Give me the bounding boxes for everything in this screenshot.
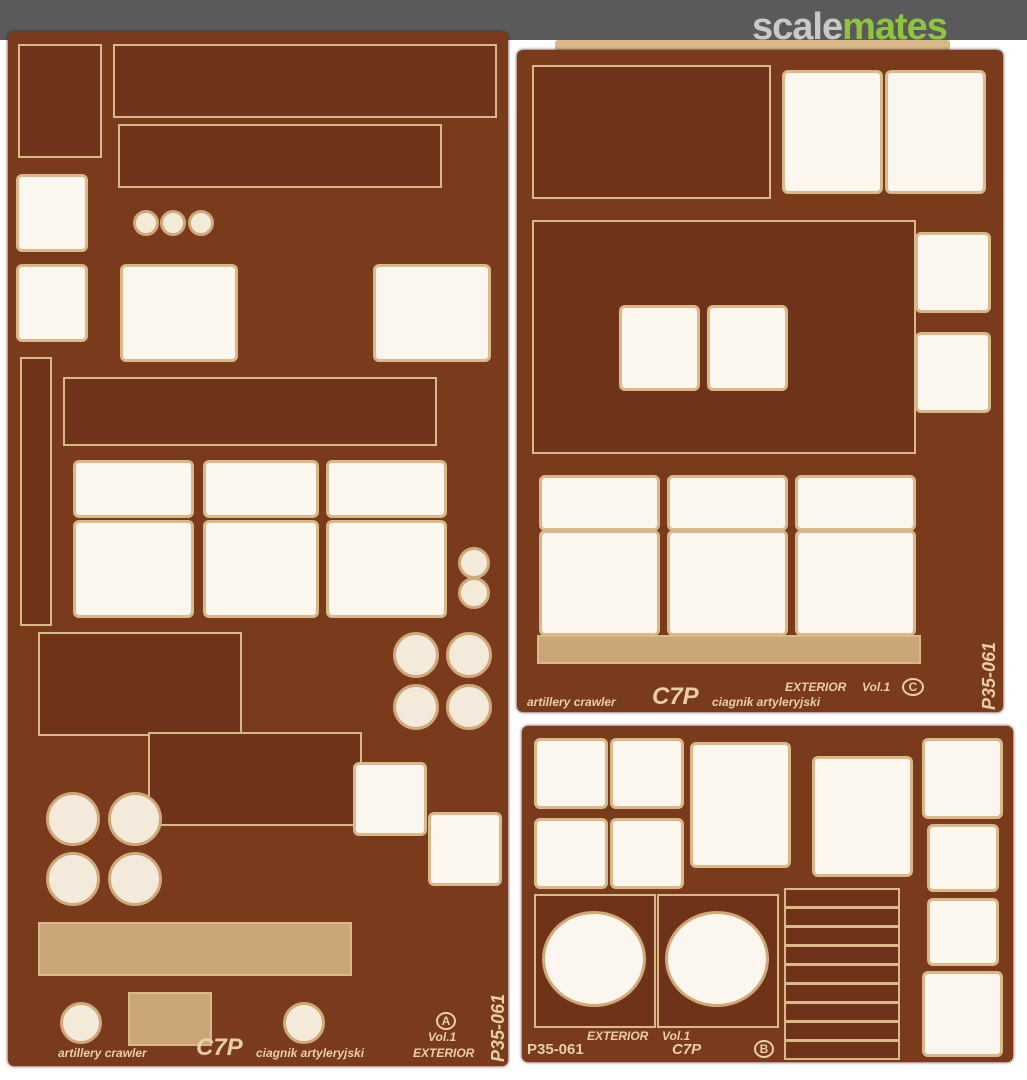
etched-window-frame xyxy=(539,475,660,531)
etched-window-frame xyxy=(927,898,999,966)
fret-c-subtitle: ciagnik artyleryjski xyxy=(712,695,821,709)
etched-window-frame xyxy=(927,824,999,892)
fret-a-volume: Vol.1 xyxy=(428,1030,457,1044)
etched-window-frame xyxy=(915,332,991,413)
fret-b-code: P35-061 xyxy=(527,1041,584,1058)
etched-disc xyxy=(446,684,492,730)
etched-window-frame xyxy=(428,812,502,886)
fret-a-code: P35-061 xyxy=(488,993,508,1062)
etched-panel xyxy=(38,632,242,736)
etched-disc xyxy=(46,792,100,846)
etched-disc xyxy=(446,632,492,678)
fret-b-letter: B xyxy=(754,1040,774,1058)
etched-disc xyxy=(60,1002,102,1044)
etched-disc xyxy=(458,577,490,609)
etched-disc xyxy=(188,210,214,236)
etched-window-frame xyxy=(922,738,1003,819)
etched-window-frame xyxy=(610,818,684,889)
etched-window-frame xyxy=(326,520,447,618)
etched-window-frame xyxy=(373,264,491,362)
fret-b-model: C7P xyxy=(672,1041,702,1058)
fret-c-code: P35-061 xyxy=(979,641,999,710)
etched-window-frame xyxy=(73,460,194,518)
etched-window-frame xyxy=(203,460,319,518)
etched-panel xyxy=(148,732,362,826)
etched-disc xyxy=(665,911,769,1007)
fret-c-model: C7P xyxy=(652,683,699,710)
etched-window-frame xyxy=(16,264,88,342)
etched-panel xyxy=(63,377,437,446)
etched-disc xyxy=(46,852,100,906)
fret-c: EXTERIOR Vol.1 C artillery crawler C7P c… xyxy=(517,50,1003,712)
fret-a: artillery crawler C7P ciagnik artyleryjs… xyxy=(8,32,508,1066)
etched-window-frame xyxy=(707,305,788,391)
fret-b-volume: Vol.1 xyxy=(662,1029,691,1043)
fret-a-model: C7P xyxy=(196,1034,243,1061)
fret-b-series: EXTERIOR xyxy=(587,1029,649,1043)
etched-window-frame xyxy=(885,70,986,194)
etched-window-frame xyxy=(812,756,913,877)
etched-disc xyxy=(108,792,162,846)
etched-window-frame xyxy=(73,520,194,618)
fret-c-title: artillery crawler xyxy=(527,695,616,709)
fret-a-letter: A xyxy=(436,1012,456,1030)
etched-window-frame xyxy=(915,232,991,313)
fret-b: EXTERIOR Vol.1 P35-061 C7P B xyxy=(522,726,1013,1062)
etched-window-frame xyxy=(120,264,238,362)
etched-panel xyxy=(113,44,497,118)
etched-window-frame xyxy=(534,818,608,889)
fret-c-letter: C xyxy=(902,678,924,696)
etched-window-frame xyxy=(539,530,660,636)
fret-c-volume: Vol.1 xyxy=(862,680,891,694)
etched-window-frame xyxy=(353,762,427,836)
etched-window-frame xyxy=(782,70,883,194)
etched-window-frame xyxy=(203,520,319,618)
etched-window-frame xyxy=(610,738,684,809)
etched-panel xyxy=(537,635,921,664)
etched-panel xyxy=(128,992,212,1046)
etched-window-frame xyxy=(795,530,916,636)
fret-a-title: artillery crawler xyxy=(58,1046,147,1060)
etched-disc xyxy=(108,852,162,906)
etched-panel xyxy=(784,888,900,1060)
etched-panel xyxy=(118,124,442,188)
etched-window-frame xyxy=(795,475,916,531)
etched-window-frame xyxy=(690,742,791,868)
etched-disc xyxy=(283,1002,325,1044)
etched-window-frame xyxy=(534,738,608,809)
etched-panel xyxy=(38,922,352,976)
etched-panel xyxy=(532,65,771,199)
etched-disc xyxy=(458,547,490,579)
fret-a-series: EXTERIOR xyxy=(413,1046,475,1060)
etched-window-frame xyxy=(326,460,447,518)
etched-panel xyxy=(18,44,102,158)
etched-disc xyxy=(393,684,439,730)
etched-disc xyxy=(393,632,439,678)
etched-window-frame xyxy=(922,971,1003,1057)
etched-disc xyxy=(542,911,646,1007)
fret-c-top-strip xyxy=(555,40,950,52)
etched-window-frame xyxy=(16,174,88,252)
etched-window-frame xyxy=(619,305,700,391)
etched-disc xyxy=(160,210,186,236)
etched-panel xyxy=(20,357,52,626)
fret-a-subtitle: ciagnik artyleryjski xyxy=(256,1046,365,1060)
etched-window-frame xyxy=(667,475,788,531)
etched-window-frame xyxy=(667,530,788,636)
fret-c-series: EXTERIOR xyxy=(785,680,847,694)
etched-disc xyxy=(133,210,159,236)
